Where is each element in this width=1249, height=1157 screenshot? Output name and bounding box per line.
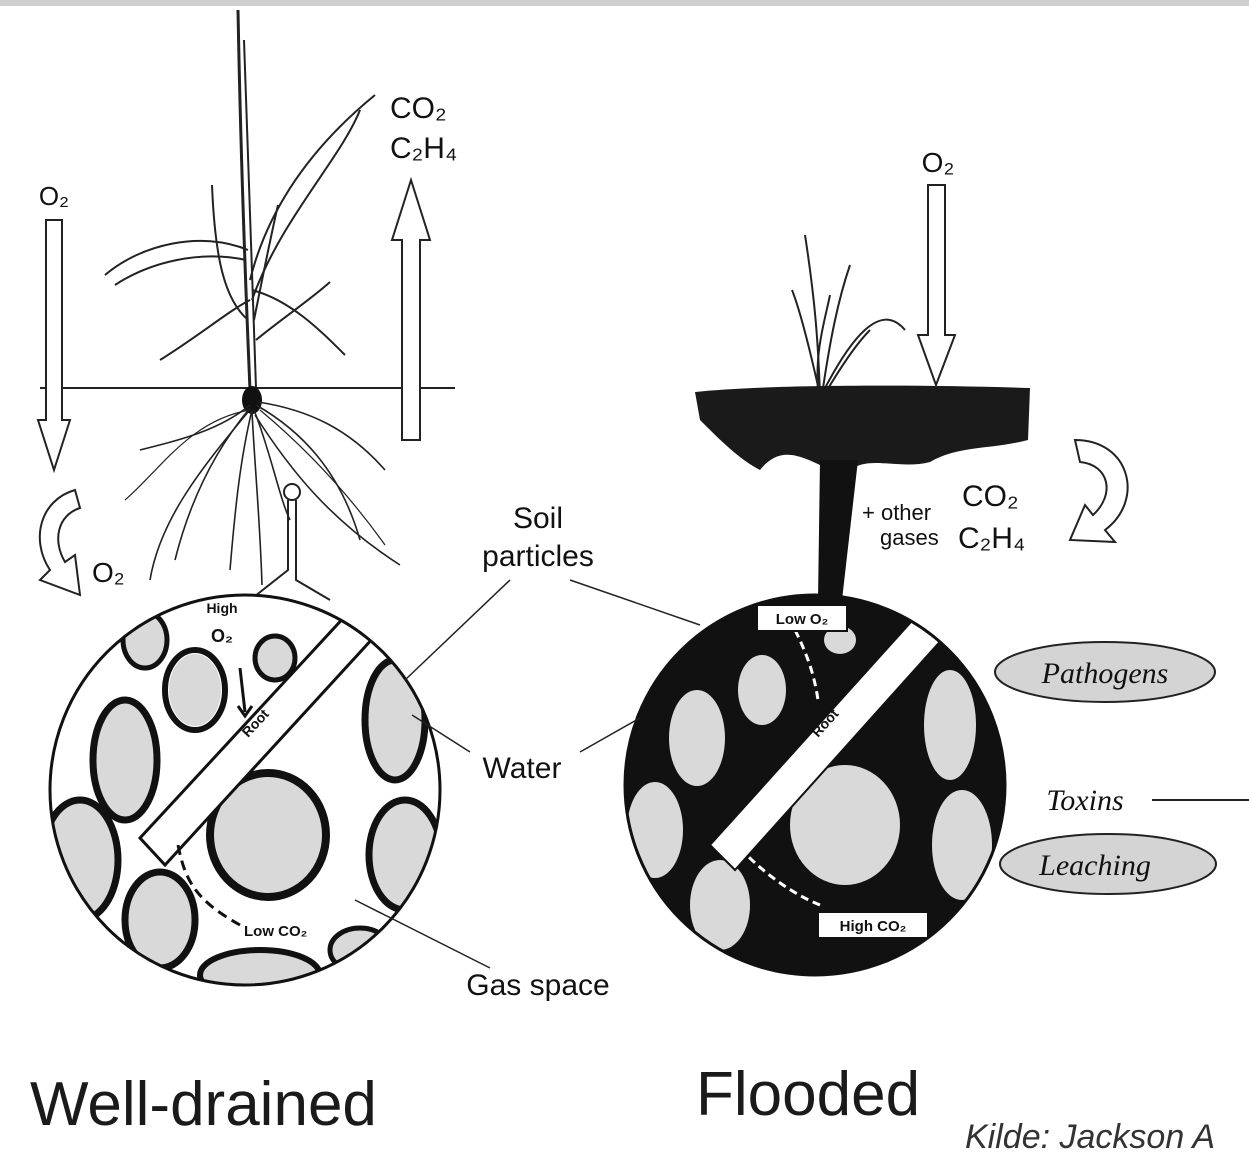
water-leaders: [412, 715, 640, 752]
co2-label-right: CO₂: [962, 480, 1019, 513]
co2-up-arrow-left: [392, 180, 430, 440]
c2h4-label-right: C₂H₄: [958, 522, 1025, 555]
toxins-label: Toxins: [1046, 784, 1123, 817]
leaching-label: Leaching: [1038, 849, 1151, 882]
low-o2-label: Low O₂: [776, 611, 829, 628]
other-gases-line1: + other: [862, 500, 931, 525]
o2-down-arrow-right: [918, 185, 955, 385]
soil-particles-label-line2: particles: [482, 540, 594, 573]
soil-particles-label-line1: Soil: [513, 502, 563, 535]
pathogens-label: Pathogens: [1041, 657, 1169, 690]
high-co2-label: High CO₂: [840, 918, 907, 935]
soil-particles-leaders: [405, 580, 700, 680]
o2-label-right: O₂: [922, 147, 955, 178]
other-gases-line2: gases: [880, 525, 939, 550]
flooded-plant: [792, 235, 905, 395]
o2-down-arrow-left: [38, 220, 70, 470]
well-drained-soil-zoom: [42, 595, 441, 1000]
co2-label-left: CO₂: [390, 92, 447, 125]
well-drained-caption: Well-drained: [30, 1074, 377, 1136]
flooded-soil-clod: [695, 386, 1030, 470]
flooded-pointer: [818, 460, 858, 600]
source-credit: Kilde: Jackson A: [965, 1118, 1215, 1157]
toxins-item: Toxins: [1046, 784, 1249, 817]
low-co2-label: Low CO₂: [244, 923, 307, 940]
o2-label-left: O₂: [39, 181, 69, 211]
gas-space-label: Gas space: [466, 969, 609, 1002]
water-label: Water: [483, 752, 562, 785]
flooded-caption: Flooded: [696, 1064, 920, 1126]
high-o2-gas-label: O₂: [211, 626, 233, 646]
leaching-badge: Leaching: [1000, 834, 1216, 894]
top-border: [0, 0, 1249, 6]
o2-curved-label: O₂: [92, 557, 125, 588]
c2h4-label-left: C₂H₄: [390, 132, 457, 165]
curved-o2-arrow-left: [40, 490, 80, 595]
curved-arrow-right: [1070, 440, 1128, 542]
pathogens-badge: Pathogens: [995, 642, 1215, 702]
flooded-soil-zoom: [625, 595, 1005, 975]
high-o2-label: High: [206, 600, 237, 616]
